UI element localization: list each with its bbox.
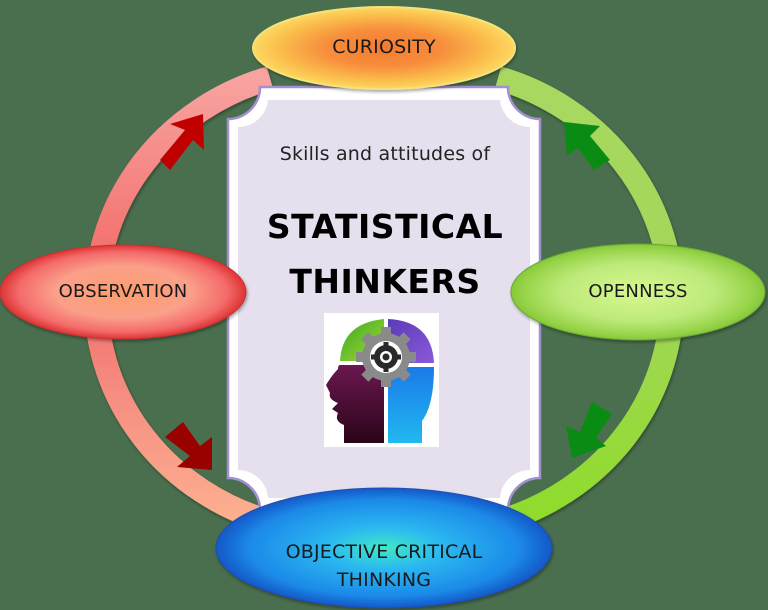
head-with-gear-icon xyxy=(324,313,439,447)
node-curiosity xyxy=(252,6,516,90)
node-objective-critical-thinking xyxy=(215,487,553,609)
node-curiosity-label: CURIOSITY xyxy=(332,36,436,58)
oct-label-line1: OBJECTIVE CRITICAL xyxy=(285,541,483,563)
node-objective-critical-thinking-label: OBJECTIVE CRITICAL THINKING xyxy=(217,538,551,594)
arrow-down-left-icon xyxy=(566,402,612,458)
panel-subtitle: Skills and attitudes of xyxy=(279,143,491,165)
arrow-up-left-icon xyxy=(564,122,610,170)
arrow-openness-to-oct xyxy=(566,402,612,458)
arrow-observation-to-oct xyxy=(165,422,212,470)
center-panel xyxy=(226,85,542,512)
node-observation xyxy=(0,244,247,340)
panel-title-line2: THINKERS xyxy=(289,262,481,301)
arrow-openness-to-curiosity xyxy=(564,122,610,170)
node-openness xyxy=(510,243,766,341)
panel-title-line1: STATISTICAL xyxy=(266,207,504,246)
oct-label-line2: THINKING xyxy=(336,569,432,591)
node-openness-label: OPENNESS xyxy=(588,281,688,302)
arrow-observation-to-curiosity xyxy=(160,114,204,170)
node-observation-label: OBSERVATION xyxy=(58,281,188,302)
arrow-down-right-icon xyxy=(165,422,212,470)
arrow-up-right-icon xyxy=(160,114,204,170)
center-panel-inner xyxy=(238,100,530,498)
